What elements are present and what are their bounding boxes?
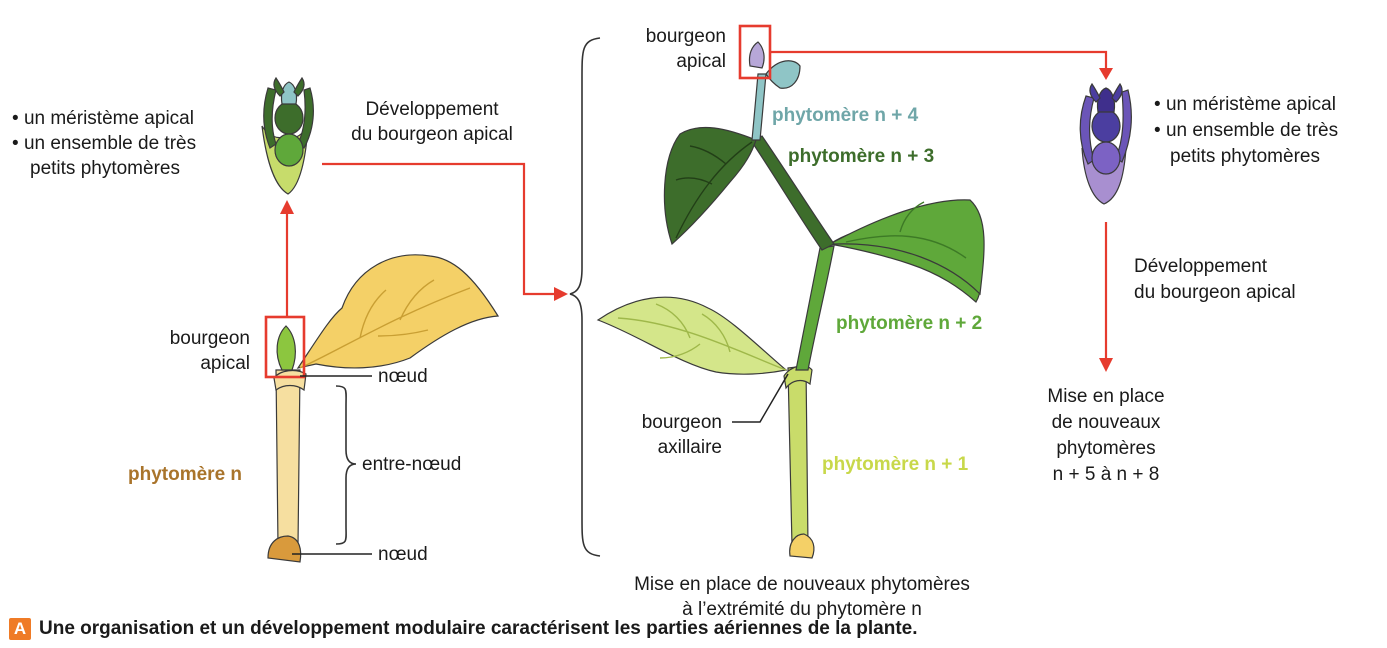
- result-line-2: de nouveaux: [1052, 412, 1161, 433]
- left-bud-bullet-1: • un méristème apical: [12, 108, 194, 129]
- left-bud-highlight: [264, 315, 306, 379]
- result-line-3: phytomères: [1056, 438, 1155, 459]
- axillary-label-line-2: axillaire: [658, 437, 722, 458]
- arrow-to-center: [322, 162, 556, 296]
- result-line-4: n + 5 à n + 8: [1053, 464, 1160, 485]
- phytomere-n1-label: phytomère n + 1: [822, 454, 969, 475]
- right-arrow-label-line-2: du bourgeon apical: [1134, 282, 1296, 303]
- down-arrowhead: [1099, 358, 1113, 372]
- axillary-leader: [732, 373, 789, 423]
- node-top-label: nœud: [378, 366, 428, 387]
- internode-label: entre-nœud: [362, 454, 461, 475]
- figure-caption: A Une organisation et un développement m…: [9, 616, 918, 642]
- phytomere-n3-label: phytomère n + 3: [788, 146, 934, 167]
- left-bud-illustration: [261, 76, 314, 195]
- node-bottom-label: nœud: [378, 544, 428, 565]
- phytomere-n4-label: phytomère n + 4: [772, 105, 919, 126]
- arrow-to-right: [770, 50, 1108, 68]
- phytomere-n2-label: phytomère n + 2: [836, 313, 982, 334]
- left-bud-bullet-3: petits phytomères: [30, 158, 180, 179]
- arrow-to-center-head: [554, 287, 568, 301]
- left-plant-illustration: [267, 254, 500, 563]
- left-bud-label-line-2: apical: [200, 353, 250, 374]
- arrow-label-1-line-2: du bourgeon apical: [351, 124, 513, 145]
- left-bud-bullet-2: • un ensemble de très: [12, 133, 196, 154]
- center-brace: [569, 37, 601, 557]
- up-arrowhead: [280, 200, 294, 214]
- axillary-label-line-1: bourgeon: [642, 412, 722, 433]
- caption-badge: A: [9, 618, 31, 640]
- arrow-to-right-head: [1099, 68, 1113, 80]
- center-bud-label-line-2: apical: [676, 51, 726, 72]
- right-bud-bullet-3: petits phytomères: [1170, 146, 1320, 167]
- center-bud-label-line-1: bourgeon: [646, 26, 726, 47]
- right-bud-illustration: [1079, 82, 1132, 205]
- center-plant-illustration: [596, 41, 985, 559]
- left-bud-label-line-1: bourgeon: [170, 328, 250, 349]
- right-bud-bullet-2: • un ensemble de très: [1154, 120, 1338, 141]
- arrow-label-1-line-1: Développement: [365, 99, 499, 120]
- center-bottom-line-1: Mise en place de nouveaux phytomères: [634, 574, 970, 595]
- caption-text: Une organisation et un développement mod…: [39, 618, 918, 639]
- right-arrow-label-line-1: Développement: [1134, 256, 1268, 277]
- phytomere-n-label: phytomère n: [128, 464, 242, 485]
- center-bottom-line-2: à l’extrémité du phytomère n: [682, 599, 922, 620]
- internode-brace: [335, 385, 357, 545]
- right-bud-bullet-1: • un méristème apical: [1154, 94, 1336, 115]
- result-line-1: Mise en place: [1047, 386, 1164, 407]
